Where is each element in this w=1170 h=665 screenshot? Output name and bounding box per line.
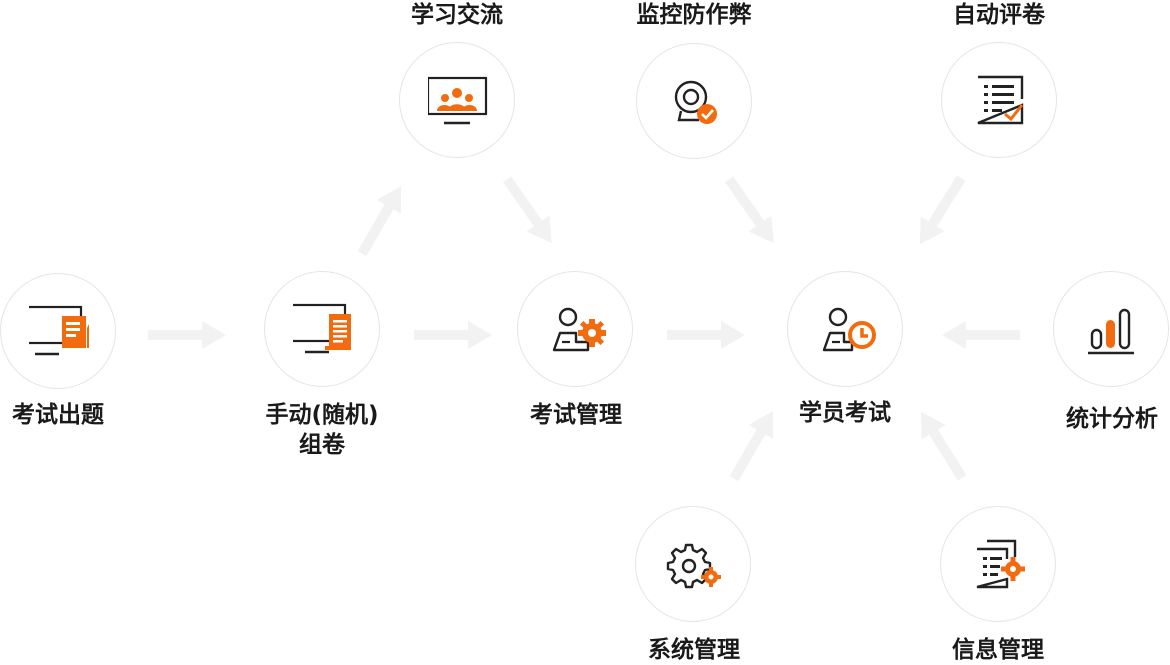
arrow-tongji-to-kaoshi: [942, 321, 1020, 349]
node-kaoshi-chuti[interactable]: [0, 273, 116, 389]
label-xitong-guanli: 系统管理: [648, 637, 740, 663]
label-kaoshi-chuti: 考试出题: [12, 402, 104, 428]
node-jiankong-fangzuobi[interactable]: [636, 43, 752, 159]
arrow-jiaoliu-to-guanli: [495, 171, 564, 252]
person-gear-icon: [552, 307, 606, 352]
presentation-group-icon: [428, 76, 488, 125]
label-tongji-fenxi: 统计分析: [1066, 406, 1158, 432]
node-kaoshi-guanli[interactable]: [517, 271, 633, 387]
documents-gear-icon: [976, 539, 1025, 589]
label-shoudong-zujuan-line1: 手动(随机): [265, 402, 379, 428]
node-tongji-fenxi[interactable]: [1053, 271, 1169, 387]
node-zidong-pingjuan[interactable]: [941, 42, 1057, 158]
node-xinxi-guanli[interactable]: [940, 506, 1056, 622]
monitor-scroll-icon: [293, 303, 351, 354]
arrow-zujuan-to-jiaoliu: [349, 179, 414, 261]
arrow-jiankong-to-kaoshi: [717, 171, 786, 252]
arrow-guanli-to-kaoshi: [667, 321, 745, 349]
arrow-zujuan-to-guanli: [414, 321, 492, 349]
bar-chart-icon: [1088, 308, 1134, 355]
label-xuexi-jiaoliu: 学习交流: [411, 2, 503, 28]
monitor-document-icon: [29, 305, 89, 356]
webcam-check-icon: [674, 80, 717, 124]
node-shoudong-zujuan[interactable]: [264, 271, 380, 387]
arrow-pingjuan-to-kaoshi: [907, 170, 974, 252]
person-clock-icon: [822, 307, 876, 352]
label-shoudong-zujuan-line2: 组卷: [299, 432, 345, 458]
node-xuexi-jiaoliu[interactable]: [399, 42, 515, 158]
label-kaoshi-guanli: 考试管理: [530, 402, 622, 428]
label-zidong-pingjuan: 自动评卷: [953, 2, 1045, 28]
checklist-icon: [977, 75, 1024, 125]
label-xinxi-guanli: 信息管理: [952, 637, 1044, 663]
node-xitong-guanli[interactable]: [635, 506, 751, 622]
label-xueyuan-kaoshi: 学员考试: [799, 400, 891, 426]
gears-icon: [666, 543, 721, 589]
node-xueyuan-kaoshi[interactable]: [787, 271, 903, 387]
arrow-chuti-to-zujuan: [148, 321, 226, 349]
label-jiankong-fangzuobi: 监控防作弊: [636, 2, 752, 28]
